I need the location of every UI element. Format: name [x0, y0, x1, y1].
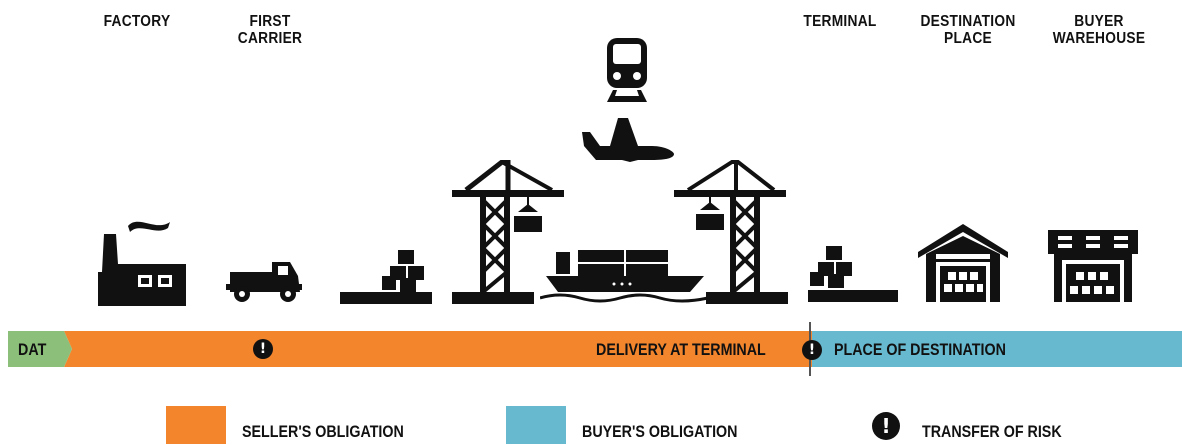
buyer-obligation-bar [812, 331, 1182, 367]
risk-marker-icon: ! [253, 339, 273, 359]
legend-seller-swatch [166, 406, 226, 444]
risk-transfer-icon: ! [802, 340, 822, 360]
train-icon [607, 38, 647, 102]
label-factory: FACTORY [103, 13, 171, 30]
label-destination-place: DESTINATION PLACE [912, 13, 1024, 47]
cargo-ship-icon [540, 250, 709, 303]
label-first-carrier-line1: FIRST [249, 13, 291, 30]
pallet-icon [340, 250, 432, 304]
warehouse-icon [918, 224, 1008, 302]
delivery-label: DELIVERY AT TERMINAL [596, 340, 766, 359]
crane-icon [452, 160, 564, 304]
pallet-icon [808, 246, 898, 302]
label-terminal: TERMINAL [803, 13, 877, 30]
seller-obligation-bar [64, 331, 812, 367]
crane-icon [674, 160, 788, 304]
legend-buyer-swatch [506, 406, 566, 444]
legend-risk-icon: ! [872, 412, 900, 440]
label-buyer-line2: WAREHOUSE [1052, 30, 1146, 47]
incoterm-bar [8, 331, 72, 367]
legend-seller-label: SELLER'S OBLIGATION [242, 422, 404, 441]
factory-icon [98, 221, 186, 306]
airplane-icon [582, 118, 674, 162]
legend-risk-label: TRANSFER OF RISK [922, 422, 1062, 441]
destination-label: PLACE OF DESTINATION [834, 340, 1006, 359]
label-destination-line2: PLACE [944, 30, 992, 47]
label-first-carrier-line2: CARRIER [237, 30, 303, 47]
incoterm-label: DAT [18, 340, 47, 359]
legend-buyer-label: BUYER'S OBLIGATION [582, 422, 738, 441]
label-first-carrier: FIRST CARRIER [227, 13, 313, 47]
truck-icon [226, 262, 302, 302]
label-destination-line1: DESTINATION [920, 13, 1016, 30]
label-buyer-warehouse: BUYER WAREHOUSE [1043, 13, 1155, 47]
label-buyer-line1: BUYER [1074, 13, 1124, 30]
warehouse-icon [1048, 230, 1138, 302]
